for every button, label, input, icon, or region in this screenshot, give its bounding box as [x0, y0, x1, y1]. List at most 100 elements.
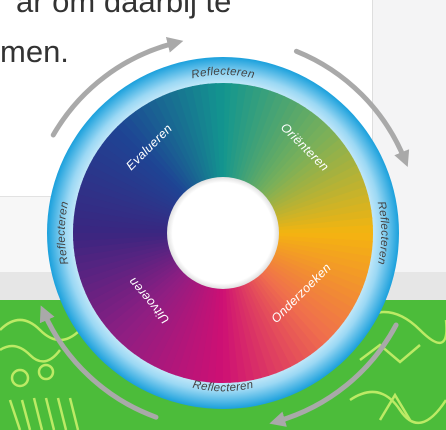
- wheel-wedge: [100, 264, 182, 328]
- wheel-wedge: [154, 95, 202, 185]
- wheel-wedge: [89, 156, 177, 209]
- wheel-wedge: [273, 179, 367, 217]
- wheel-wedge: [153, 280, 202, 371]
- wheel-wedge: [146, 279, 199, 367]
- article-text-line-1: ar om daarbij te: [16, 0, 232, 19]
- wheel-wedge: [275, 194, 371, 223]
- wheel-wedge: [247, 99, 300, 187]
- wheel-wedge: [75, 243, 171, 272]
- wheel-wedge: [176, 87, 210, 182]
- wheel-wedge: [236, 284, 270, 379]
- ring-label-bottom: Reflecteren: [192, 379, 255, 394]
- cycle-arrow-1: [50, 36, 184, 138]
- ring-label-top: Reflecteren: [190, 66, 256, 82]
- wheel-wedge: [111, 125, 186, 197]
- wheel-wedge: [96, 261, 180, 322]
- wheel-wedge: [230, 285, 255, 382]
- wheel-wedge: [121, 272, 190, 350]
- cycle-arrow-4: [39, 305, 159, 420]
- wheel-wedge: [244, 281, 292, 371]
- wheel-wedge: [273, 249, 366, 289]
- colour-wheel: [73, 82, 373, 383]
- wheel-wedge: [262, 266, 340, 335]
- wheel-wedge: [148, 98, 199, 187]
- wheel-wedge: [252, 107, 313, 190]
- wheel-wedge: [101, 137, 182, 202]
- wheel-wedge: [261, 126, 336, 198]
- wheel-wedge: [264, 138, 346, 202]
- wheel-wedge: [228, 286, 247, 383]
- sketch-pattern: [0, 310, 446, 430]
- wheel-wedge: [274, 186, 369, 220]
- wheel-wedge: [93, 149, 179, 206]
- wheel-wedge: [92, 259, 178, 315]
- wheel-wedge: [260, 269, 335, 341]
- wheel-wedge: [85, 163, 176, 212]
- ring-label-left: Reflecteren: [56, 200, 72, 266]
- wheel-wedge: [79, 249, 173, 287]
- wheel-wedge: [77, 246, 172, 280]
- wheel-wedge: [133, 276, 194, 359]
- wheel-wedge: [272, 171, 364, 215]
- wheel-wedge: [247, 279, 298, 368]
- wheel-wedge: [267, 260, 353, 317]
- wheel-wedge: [116, 120, 188, 195]
- wheel-wedge: [274, 246, 368, 281]
- wheel-wedge: [122, 115, 190, 193]
- wheel-wedge: [85, 254, 175, 302]
- wheel-wedge: [256, 273, 324, 351]
- wheel-wedge: [275, 201, 372, 226]
- ring-label-right: Reflecteren: [375, 200, 391, 266]
- wheel-wedge: [256, 116, 325, 194]
- wheel-wedge: [73, 231, 170, 241]
- wheel-wedge: [105, 266, 183, 334]
- wheel-wedge: [128, 110, 192, 192]
- wheel-wedge: [191, 84, 216, 181]
- wheel-wedge: [80, 177, 173, 217]
- ring-labels: Reflecteren Reflecteren Reflecteren Refl…: [56, 66, 391, 395]
- wheel-wedge: [73, 238, 170, 257]
- wheel-wedge: [270, 254, 361, 303]
- wheel-wedge: [244, 95, 293, 186]
- wheel-wedge: [134, 106, 195, 190]
- wheel-wedge: [160, 282, 204, 374]
- wheel-wedge: [242, 92, 286, 184]
- wheel-wedge: [88, 257, 177, 308]
- wheel-wedge: [233, 285, 262, 381]
- wheel-wedge: [249, 278, 305, 364]
- wheel-wedge: [264, 264, 345, 329]
- wheel-wedge: [139, 277, 196, 363]
- cycle-arrow-3: [269, 322, 399, 427]
- wheel-wedge: [74, 240, 171, 265]
- wheel-wedge: [276, 225, 373, 235]
- wheel-wedge: [82, 251, 174, 295]
- wheel-center-hole: [167, 177, 279, 289]
- wheel-wedge: [106, 131, 184, 200]
- wheel-wedge: [141, 102, 197, 188]
- wheel-wedge: [250, 103, 307, 189]
- wheel-wedge: [82, 170, 174, 214]
- wheel-wedge: [254, 111, 319, 192]
- wheel-wedge: [251, 276, 312, 360]
- wheel-wedge: [266, 262, 349, 323]
- wheel-wedge: [241, 282, 285, 374]
- wheel-wedge: [268, 151, 354, 207]
- cycle-arrows: [39, 36, 410, 427]
- wheel-wedge: [110, 268, 185, 340]
- wheel-wedge: [259, 121, 331, 196]
- wheel-wedge: [184, 85, 213, 181]
- wheel-wedge: [215, 82, 225, 180]
- wheel-wedge: [221, 286, 231, 383]
- wheel-wedge: [269, 257, 357, 310]
- wheel-wedge: [127, 274, 192, 355]
- wheel-wedge: [239, 283, 277, 377]
- wheel-wedge: [175, 284, 210, 378]
- wheel-wedge: [161, 92, 205, 184]
- wheel-wedge: [276, 209, 373, 228]
- wheel-wedge: [269, 158, 358, 209]
- wheel-wedge: [199, 83, 218, 180]
- wheel-wedge: [236, 88, 271, 182]
- wheel-wedge: [272, 252, 364, 296]
